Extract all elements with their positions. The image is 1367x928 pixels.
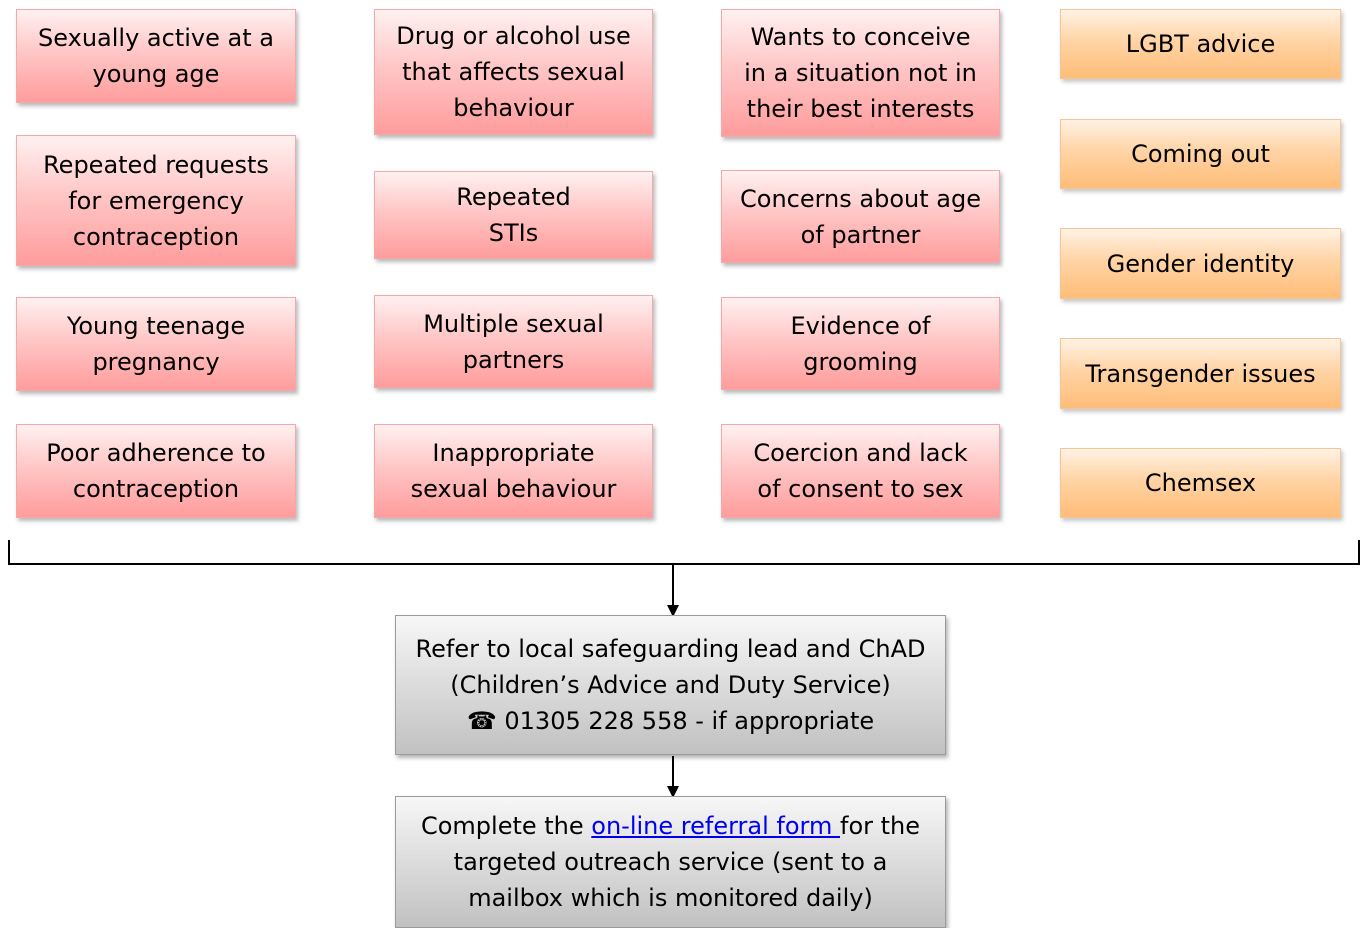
box-text-line: grooming	[803, 347, 918, 376]
box-text-line: Gender identity	[1106, 249, 1295, 278]
box-text-line: that affects sexual	[402, 58, 625, 86]
box-repeated-emergency-contraception: Repeated requests for emergency contrace…	[16, 135, 296, 266]
telephone-icon: ☎	[466, 707, 497, 735]
box-concerns-age-of-partner: Concerns about age of partner	[721, 170, 1000, 263]
box-text-line: STIs	[488, 219, 539, 247]
box-text-line: Drug or alcohol use	[396, 22, 631, 50]
box-drug-alcohol-use: Drug or alcohol use that affects sexual …	[374, 9, 653, 135]
box-text-line: pregnancy	[92, 348, 220, 376]
box-text-line: contraception	[72, 475, 240, 503]
box-sexually-active-young-age: Sexually active at a young age	[16, 9, 296, 103]
box-text-line: Multiple sexual	[423, 309, 604, 338]
box-text-line: of partner	[800, 220, 921, 249]
box-text-line: sexual behaviour	[410, 475, 617, 503]
box-text-line: Poor adherence to	[46, 439, 266, 467]
complete-line-3: mailbox which is monitored daily)	[468, 884, 873, 912]
box-transgender-issues: Transgender issues	[1060, 338, 1341, 409]
complete-suffix: for the	[840, 812, 921, 840]
refer-line-2: (Children’s Advice and Duty Service)	[450, 671, 891, 699]
box-text-line: Young teenage	[66, 312, 246, 340]
complete-referral-form-box: Complete the on-line referral form for t…	[395, 796, 946, 928]
box-chemsex: Chemsex	[1060, 448, 1341, 518]
complete-prefix: Complete the	[420, 812, 592, 840]
box-text-line: Coming out	[1131, 140, 1270, 168]
box-coming-out: Coming out	[1060, 119, 1341, 189]
box-text-line: behaviour	[453, 94, 574, 122]
complete-line-2: targeted outreach service (sent to a	[453, 848, 888, 876]
box-inappropriate-sexual-behaviour: Inappropriate sexual behaviour	[374, 424, 653, 518]
box-text-line: Coercion and lack	[753, 439, 968, 467]
box-text-line: young age	[92, 60, 220, 88]
collector-bracket	[8, 540, 1360, 565]
box-text-line: Repeated requests	[43, 150, 269, 179]
refer-line-3: ☎ 01305 228 558 - if appropriate	[467, 703, 874, 739]
box-poor-adherence-contraception: Poor adherence to contraception	[16, 424, 296, 518]
box-text-line: Transgender issues	[1085, 359, 1316, 388]
box-text-line: contraception	[72, 222, 240, 251]
box-text-line: partners	[462, 345, 565, 374]
box-text-line: for emergency	[68, 186, 244, 215]
box-text-line: Wants to conceive	[750, 23, 971, 51]
box-multiple-sexual-partners: Multiple sexual partners	[374, 295, 653, 388]
box-text-line: Repeated	[456, 183, 571, 211]
box-text-line: their best interests	[746, 95, 975, 123]
box-text-line: Evidence of	[790, 311, 931, 340]
box-gender-identity: Gender identity	[1060, 228, 1341, 299]
box-coercion-lack-of-consent: Coercion and lack of consent to sex	[721, 424, 1000, 518]
box-text-line: in a situation not in	[744, 59, 977, 87]
complete-line-1: Complete the on-line referral form for t…	[421, 808, 920, 844]
box-text-line: Chemsex	[1144, 469, 1257, 497]
box-young-teenage-pregnancy: Young teenage pregnancy	[16, 297, 296, 391]
box-evidence-of-grooming: Evidence of grooming	[721, 297, 1000, 390]
refer-safeguarding-box: Refer to local safeguarding lead and ChA…	[395, 615, 946, 755]
refer-line-1: Refer to local safeguarding lead and ChA…	[415, 635, 926, 663]
box-repeated-stis: Repeated STIs	[374, 171, 653, 259]
box-text-line: Sexually active at a	[38, 24, 274, 52]
refer-phone-text: 01305 228 558 - if appropriate	[496, 707, 875, 735]
box-text-line: Inappropriate	[432, 439, 595, 467]
box-wants-to-conceive: Wants to conceive in a situation not in …	[721, 9, 1000, 137]
box-text-line: Concerns about age	[740, 184, 981, 213]
box-lgbt-advice: LGBT advice	[1060, 9, 1341, 79]
box-text-line: LGBT advice	[1125, 30, 1276, 58]
online-referral-form-link[interactable]: on-line referral form	[591, 812, 840, 840]
box-text-line: of consent to sex	[757, 475, 964, 503]
